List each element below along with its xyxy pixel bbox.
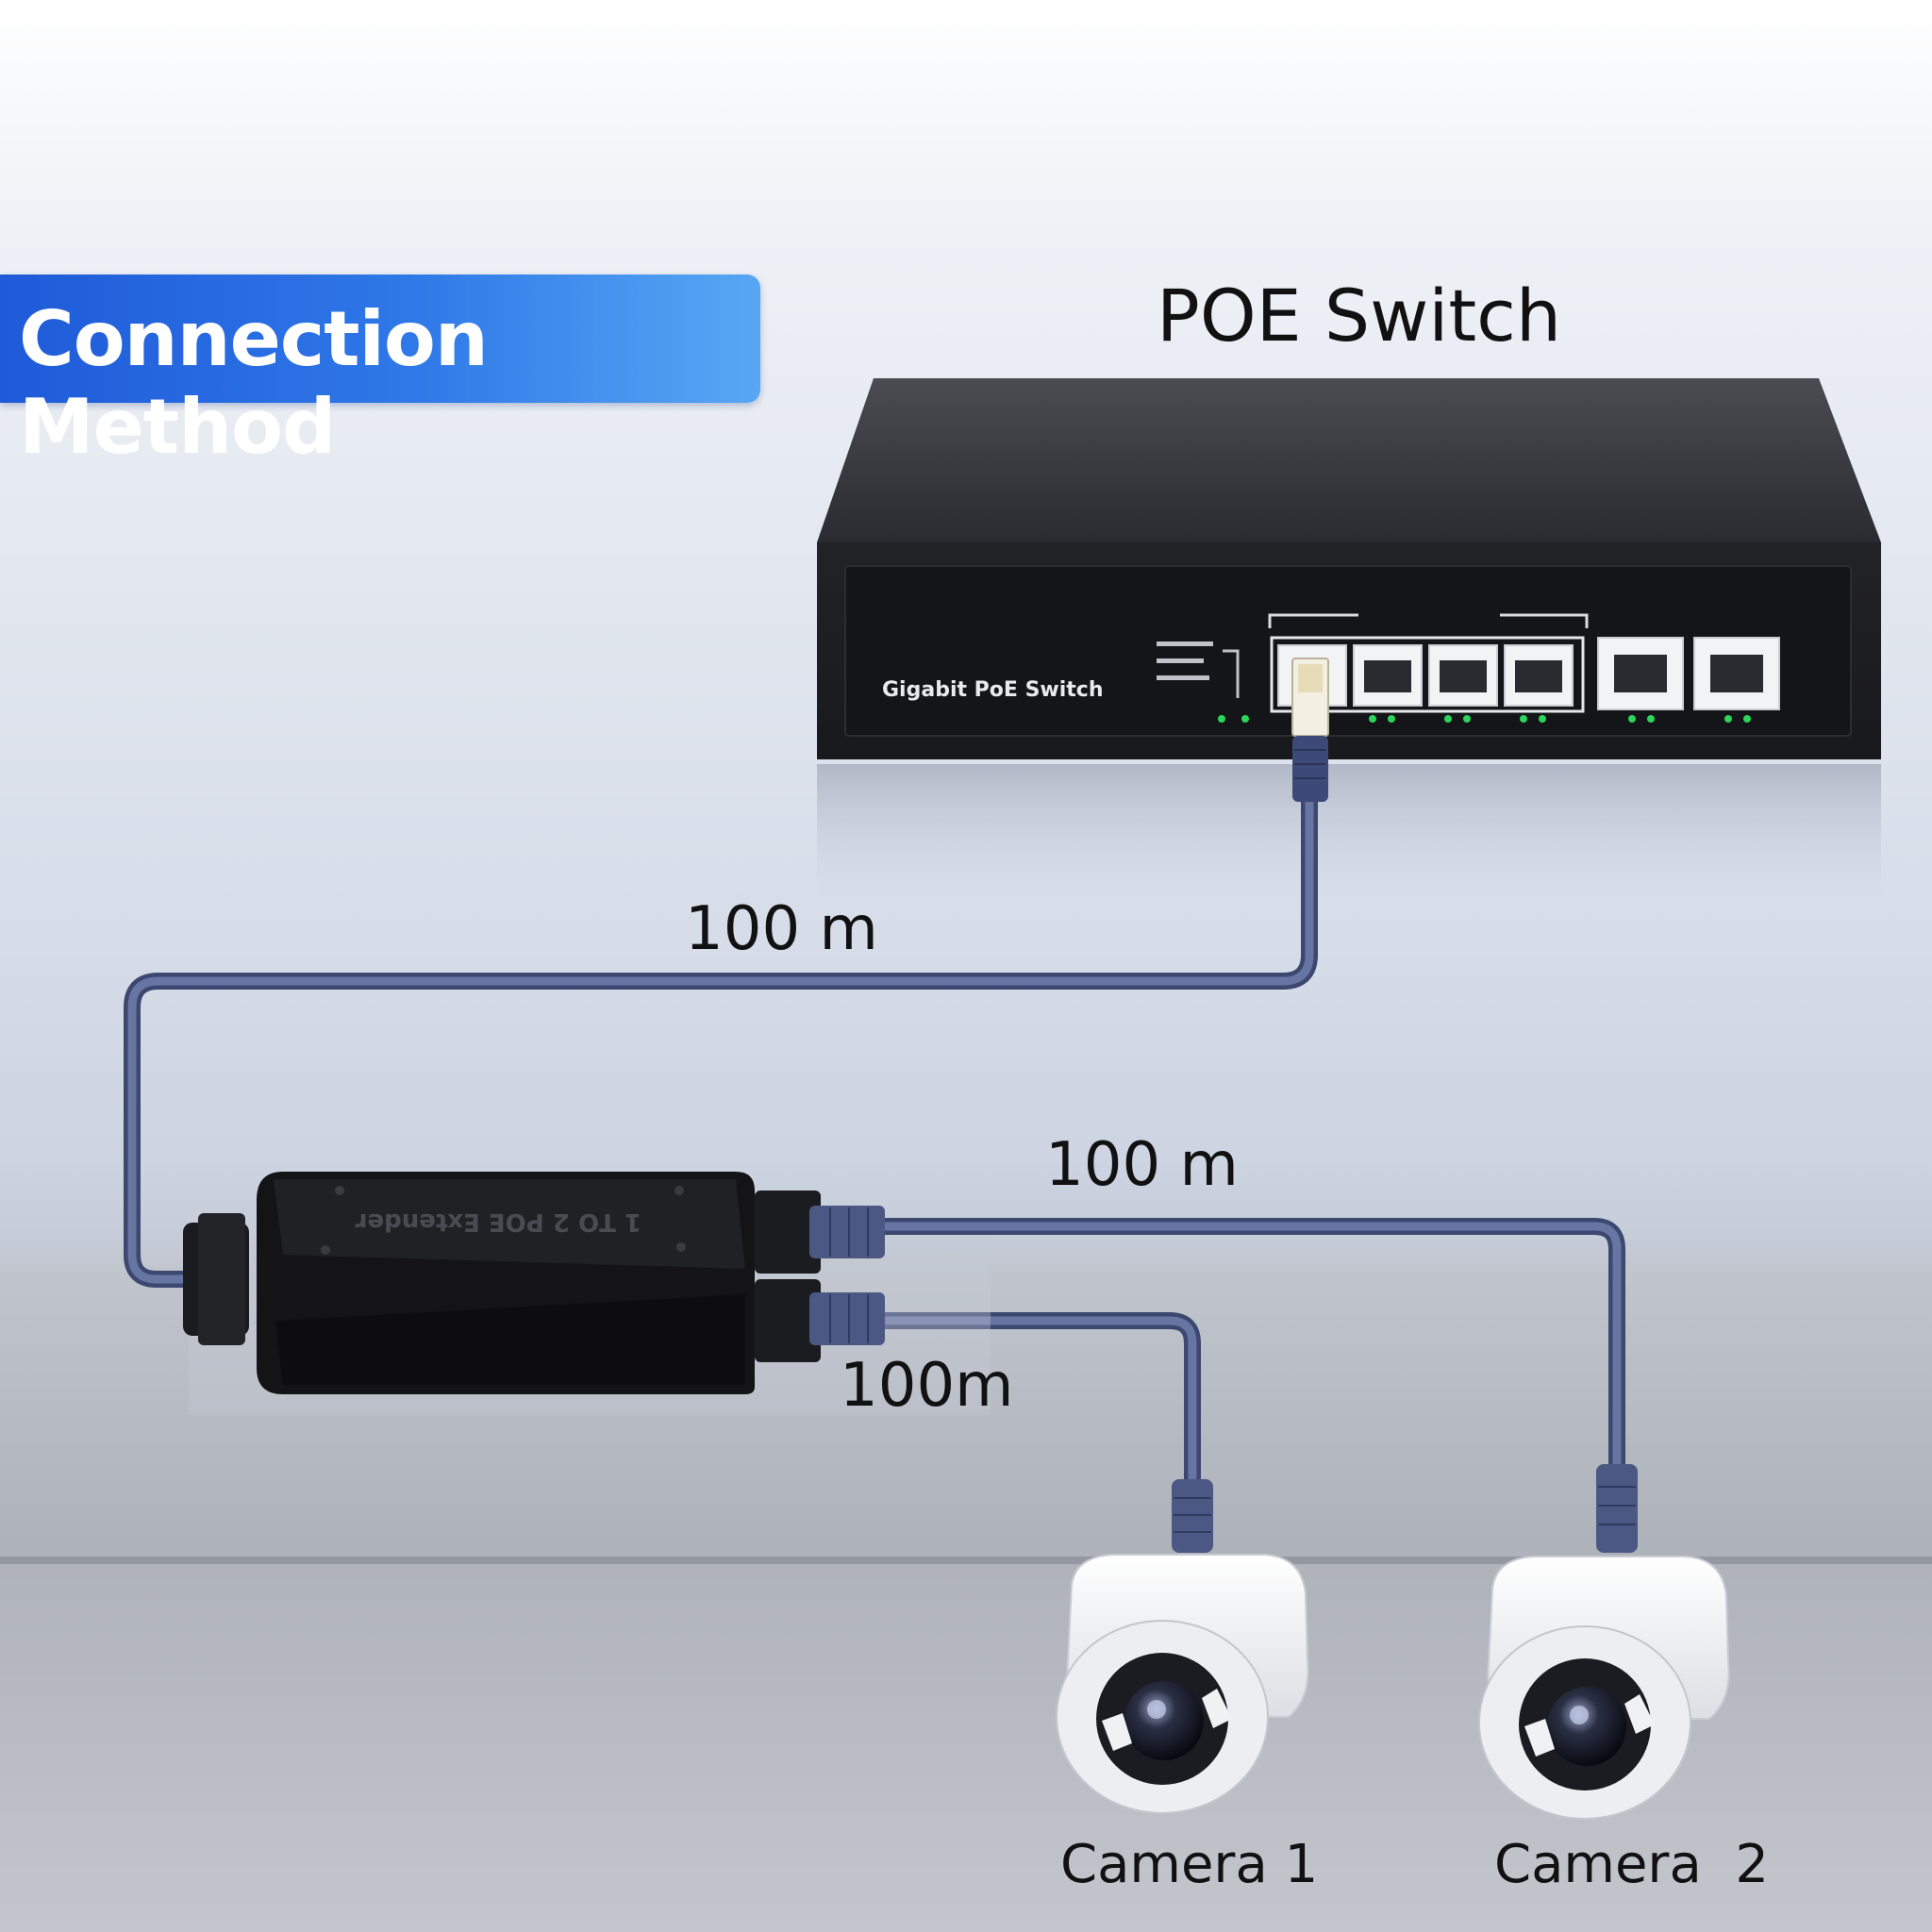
floor-edge — [0, 1557, 1932, 1564]
dome-camera-icon — [1056, 1554, 1309, 1814]
rj45-connector-icon — [1291, 658, 1329, 802]
poe-splitter-icon: 1 TO 2 POE Extender — [183, 1172, 991, 1415]
camera1-length-label: 100m — [840, 1351, 1014, 1421]
switch-panel-text: Gigabit PoE Switch — [882, 678, 1104, 702]
splitter-text: 1 TO 2 POE Extender — [356, 1208, 641, 1236]
camera-cable-boots — [1172, 1464, 1638, 1553]
uplink-length-label: 100 m — [685, 894, 878, 964]
title: Connection Method — [19, 295, 489, 471]
camera2-length-label: 100 m — [1045, 1130, 1239, 1200]
switch-label: POE Switch — [1157, 274, 1562, 358]
title-banner: Connection Method — [0, 275, 760, 471]
dome-camera-icon — [1478, 1556, 1730, 1820]
camera-2-label: Camera 2 — [1494, 1834, 1769, 1895]
cables — [124, 708, 1625, 1518]
camera-1-label: Camera 1 — [1060, 1834, 1319, 1895]
poe-switch-icon: Gigabit PoE Switch — [817, 378, 1881, 906]
